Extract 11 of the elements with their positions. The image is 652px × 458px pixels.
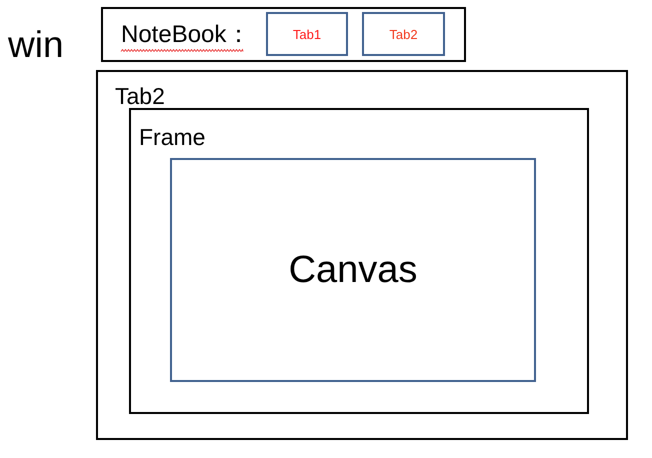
window-label: win — [8, 26, 64, 63]
panel — [96, 70, 628, 440]
canvas-label: Canvas — [288, 251, 418, 289]
panel-title: NoteBook： — [121, 23, 250, 47]
tab: Tab1 — [266, 12, 348, 56]
panel — [129, 108, 589, 414]
tab: Tab2 — [362, 12, 445, 56]
panel-title: Frame — [139, 126, 206, 149]
canvas-area — [170, 158, 536, 382]
tab-strip — [101, 7, 466, 62]
panel-title: Tab2 — [115, 85, 165, 108]
